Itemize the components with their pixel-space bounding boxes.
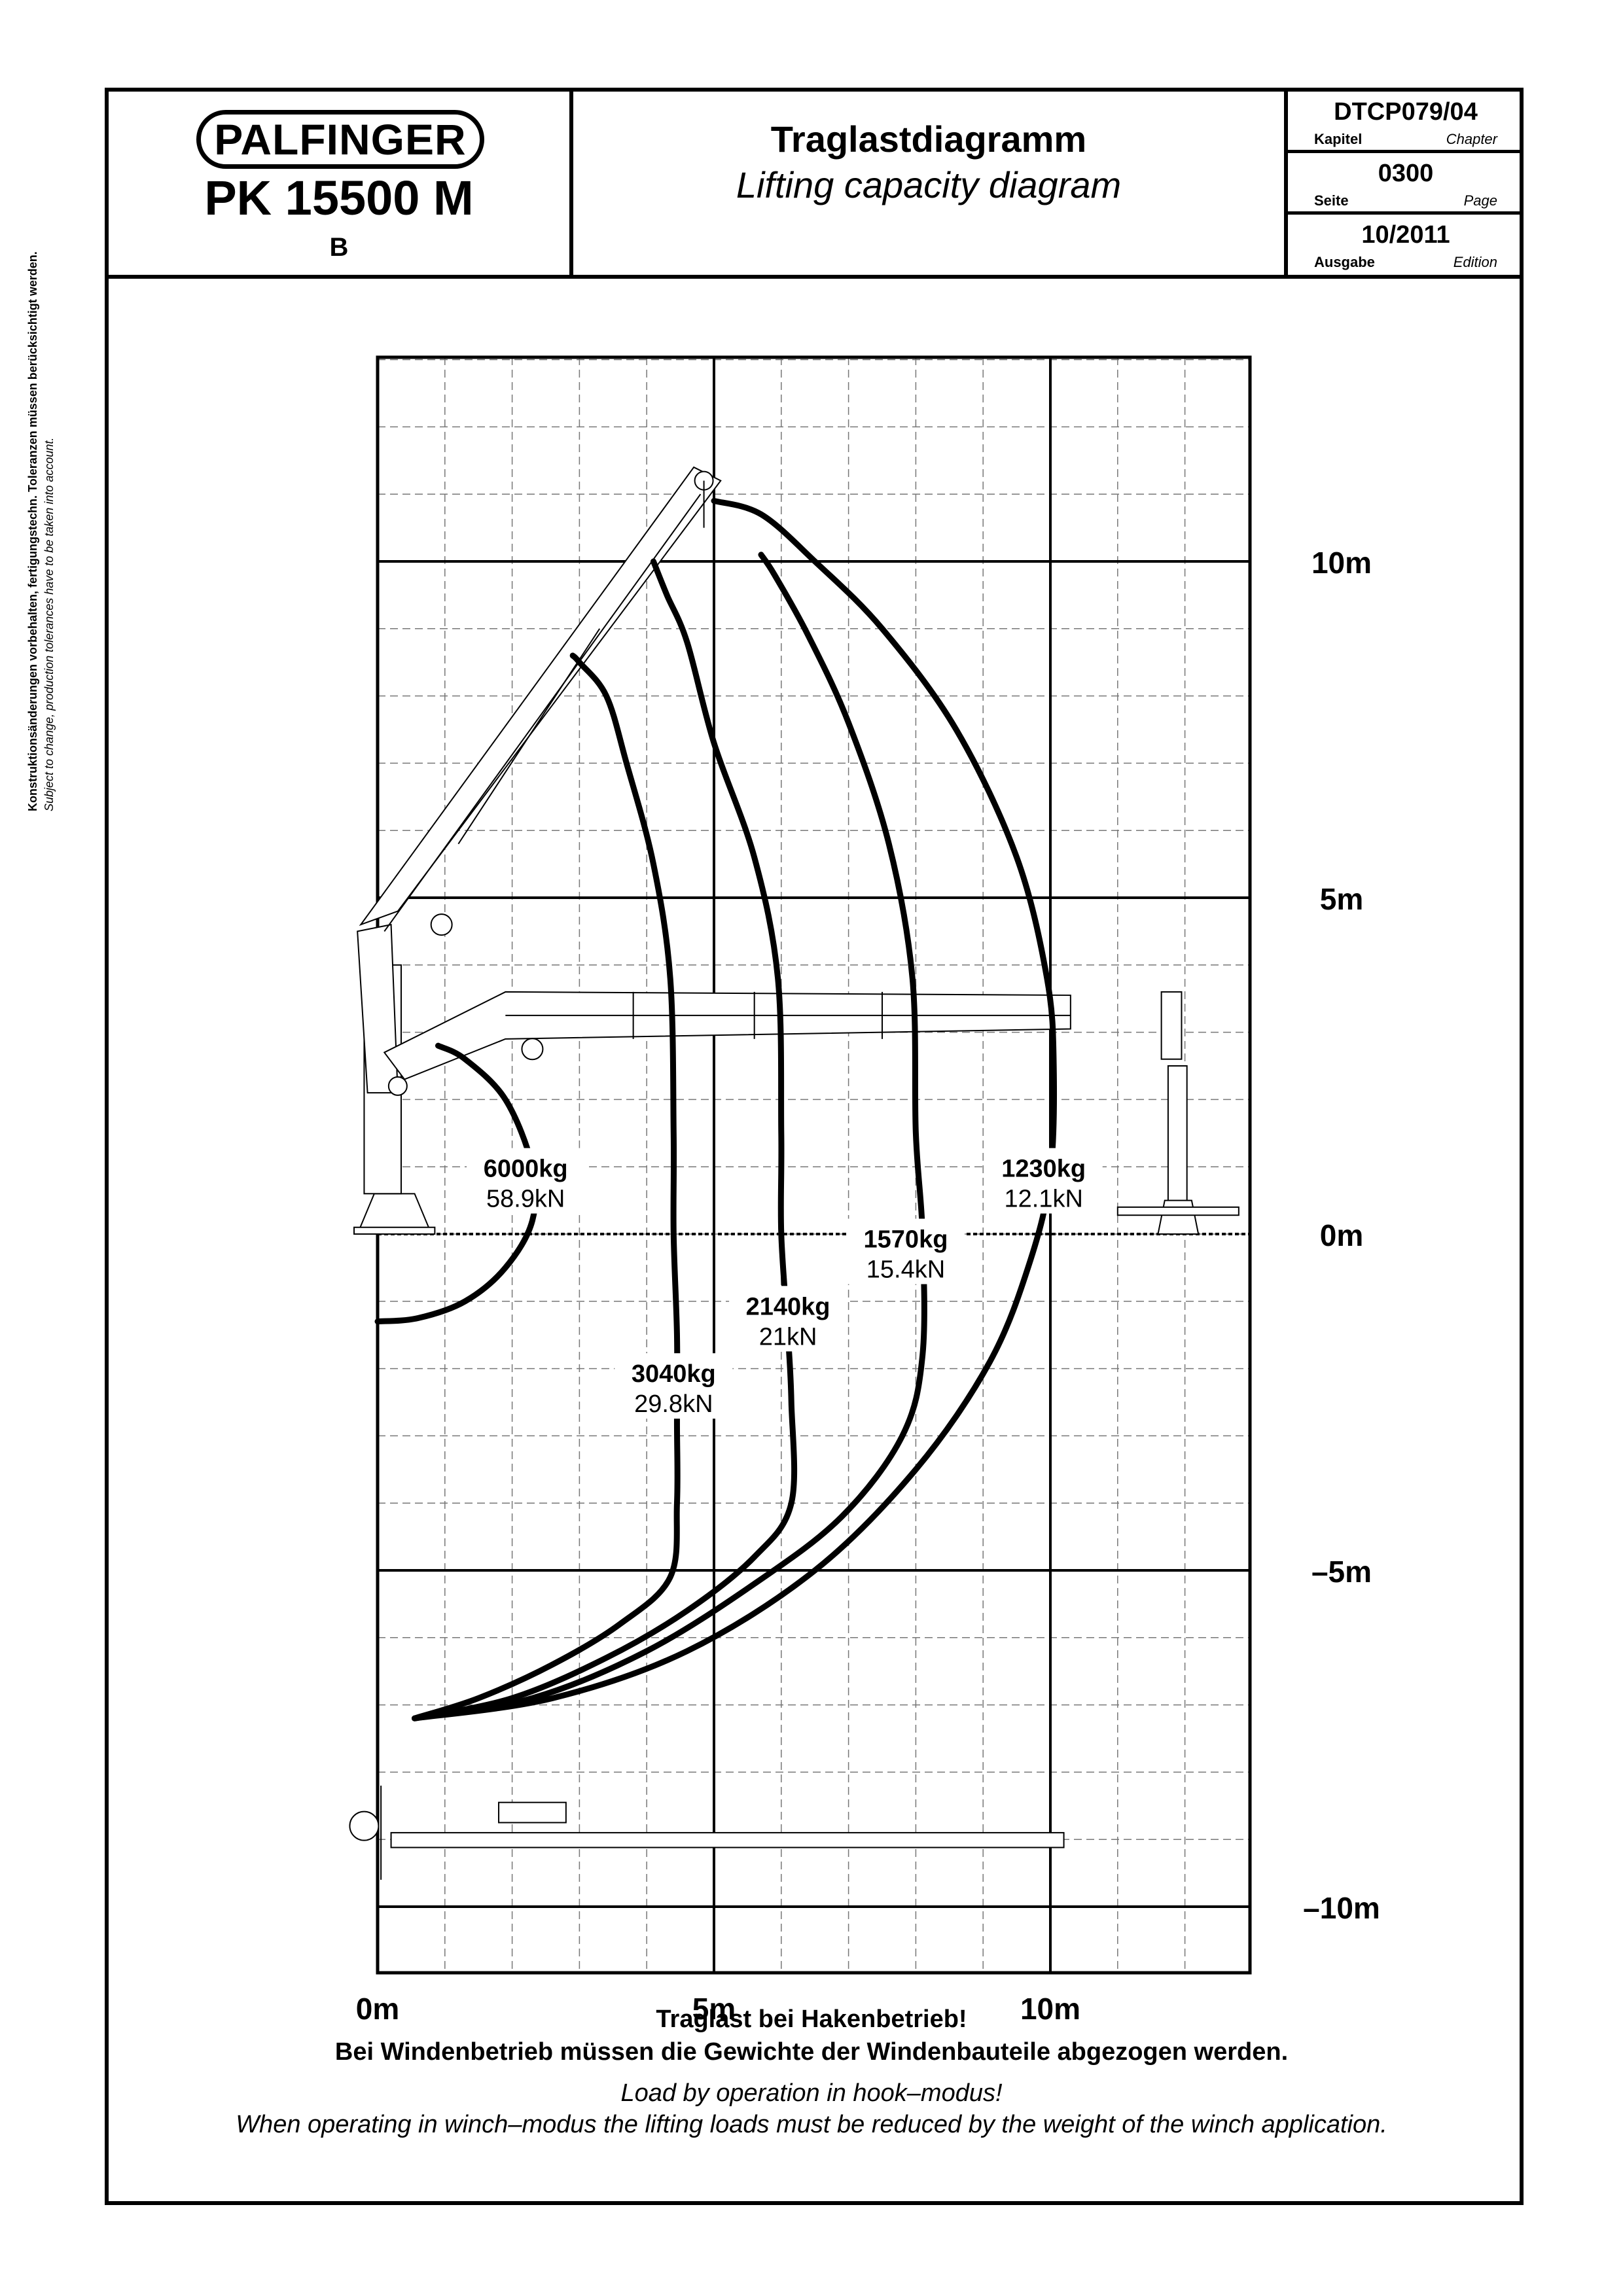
page-label-de: Seite (1314, 192, 1349, 209)
chapter-label-de: Kapitel (1314, 131, 1363, 147)
chapter-value: DTCP079/04 (1334, 98, 1478, 126)
load-label-bg (467, 1148, 585, 1214)
load-label-bg (984, 1148, 1103, 1214)
edition-label-de: Ausgabe (1314, 254, 1375, 270)
boom-raised (359, 466, 722, 927)
envelope-6000kg (374, 1042, 539, 1325)
title-german: Traglastdiagramm (770, 118, 1087, 160)
load-label-bg (729, 1286, 847, 1352)
x-tick-label: 5m (692, 1992, 736, 2026)
title-block-info: DTCP079/04 Kapitel Chapter 0300 Seite Pa… (1288, 92, 1524, 275)
load-kn-label: 15.4kN (866, 1256, 945, 1284)
folded-slew-gear (349, 1810, 380, 1841)
edition-label-en: Edition (1453, 254, 1497, 270)
x-tick-label: 0m (356, 1992, 399, 2026)
footer-en-line2: When operating in winch–modus the liftin… (236, 2111, 1387, 2138)
load-label-bg (615, 1353, 733, 1419)
load-kg-label: 1230kg (1001, 1156, 1086, 1183)
page-cell: 0300 Seite Page (1288, 153, 1524, 215)
envelope-3040kg (412, 652, 681, 1722)
load-kg-label: 1570kg (864, 1226, 948, 1254)
load-label-bg (846, 1218, 965, 1284)
edition-value: 10/2011 (1361, 221, 1450, 249)
envelope-2140kg (412, 558, 798, 1722)
front-view-base (1157, 1199, 1200, 1235)
capacity-curves (374, 497, 1058, 1722)
load-kg-label: 3040kg (632, 1360, 716, 1388)
title-english: Lifting capacity diagram (736, 164, 1122, 205)
chapter-label-en: Chapter (1446, 131, 1497, 147)
boom-raised-line (383, 493, 702, 932)
model-variant: B (329, 233, 349, 262)
front-view-outriggers (1116, 1206, 1240, 1216)
brand-name: PALFINGER (214, 115, 467, 164)
page-label-en: Page (1463, 192, 1497, 209)
load-kg-label: 6000kg (484, 1156, 568, 1183)
chapter-cell: DTCP079/04 Kapitel Chapter (1288, 92, 1524, 153)
crane-drawing (349, 466, 1240, 1880)
footer-de-line1: Traglast bei Hakenbetrieb! (656, 2005, 967, 2033)
load-kn-label: 12.1kN (1005, 1186, 1083, 1213)
load-kn-label: 21kN (759, 1323, 817, 1351)
boom-folded (390, 1831, 1065, 1848)
y-tick-label: 10m (1311, 546, 1372, 580)
crane-pivot (387, 1076, 408, 1096)
knuckle-pivot (430, 913, 453, 936)
load-kg-label: 2140kg (746, 1293, 830, 1320)
folded-cylinder (498, 1801, 567, 1824)
palfinger-logo: PALFINGER (196, 110, 484, 169)
boom-horizontal (383, 991, 1071, 1080)
title-block-brand: PALFINGER PK 15500 M B (109, 92, 573, 275)
axis-labels: 10m 5m 0m –5m –10m 0m 5m 10m (356, 546, 1380, 2026)
edition-cell: 10/2011 Ausgabe Edition (1288, 215, 1524, 276)
load-kn-label: 29.8kN (634, 1390, 713, 1418)
page-value: 0300 (1378, 160, 1434, 187)
model-name: PK 15500 M (204, 171, 474, 225)
title-block: PALFINGER PK 15500 M B Traglastdiagramm … (109, 92, 1524, 279)
front-view-head (1160, 991, 1183, 1060)
footer-en-line1: Load by operation in hook–modus! (620, 2079, 1003, 2107)
y-tick-label: 5m (1320, 882, 1363, 916)
y-tick-label: 0m (1320, 1218, 1363, 1252)
boom-raised-section (457, 628, 601, 845)
y-tick-label: –10m (1303, 1891, 1380, 1925)
x-tick-label: 10m (1020, 1992, 1080, 2026)
load-kn-label: 58.9kN (486, 1186, 565, 1213)
footer-de-line2: Bei Windenbetrieb müssen die Gewichte de… (334, 2038, 1289, 2066)
title-block-title: Traglastdiagramm Lifting capacity diagra… (573, 92, 1288, 275)
y-tick-label: –5m (1311, 1555, 1372, 1589)
boom-cylinder-pivot (521, 1038, 544, 1061)
page-frame: PALFINGER PK 15500 M B Traglastdiagramm … (105, 88, 1524, 2205)
crane-base-plate (353, 1226, 436, 1235)
main-boom-cylinder (357, 923, 399, 1094)
